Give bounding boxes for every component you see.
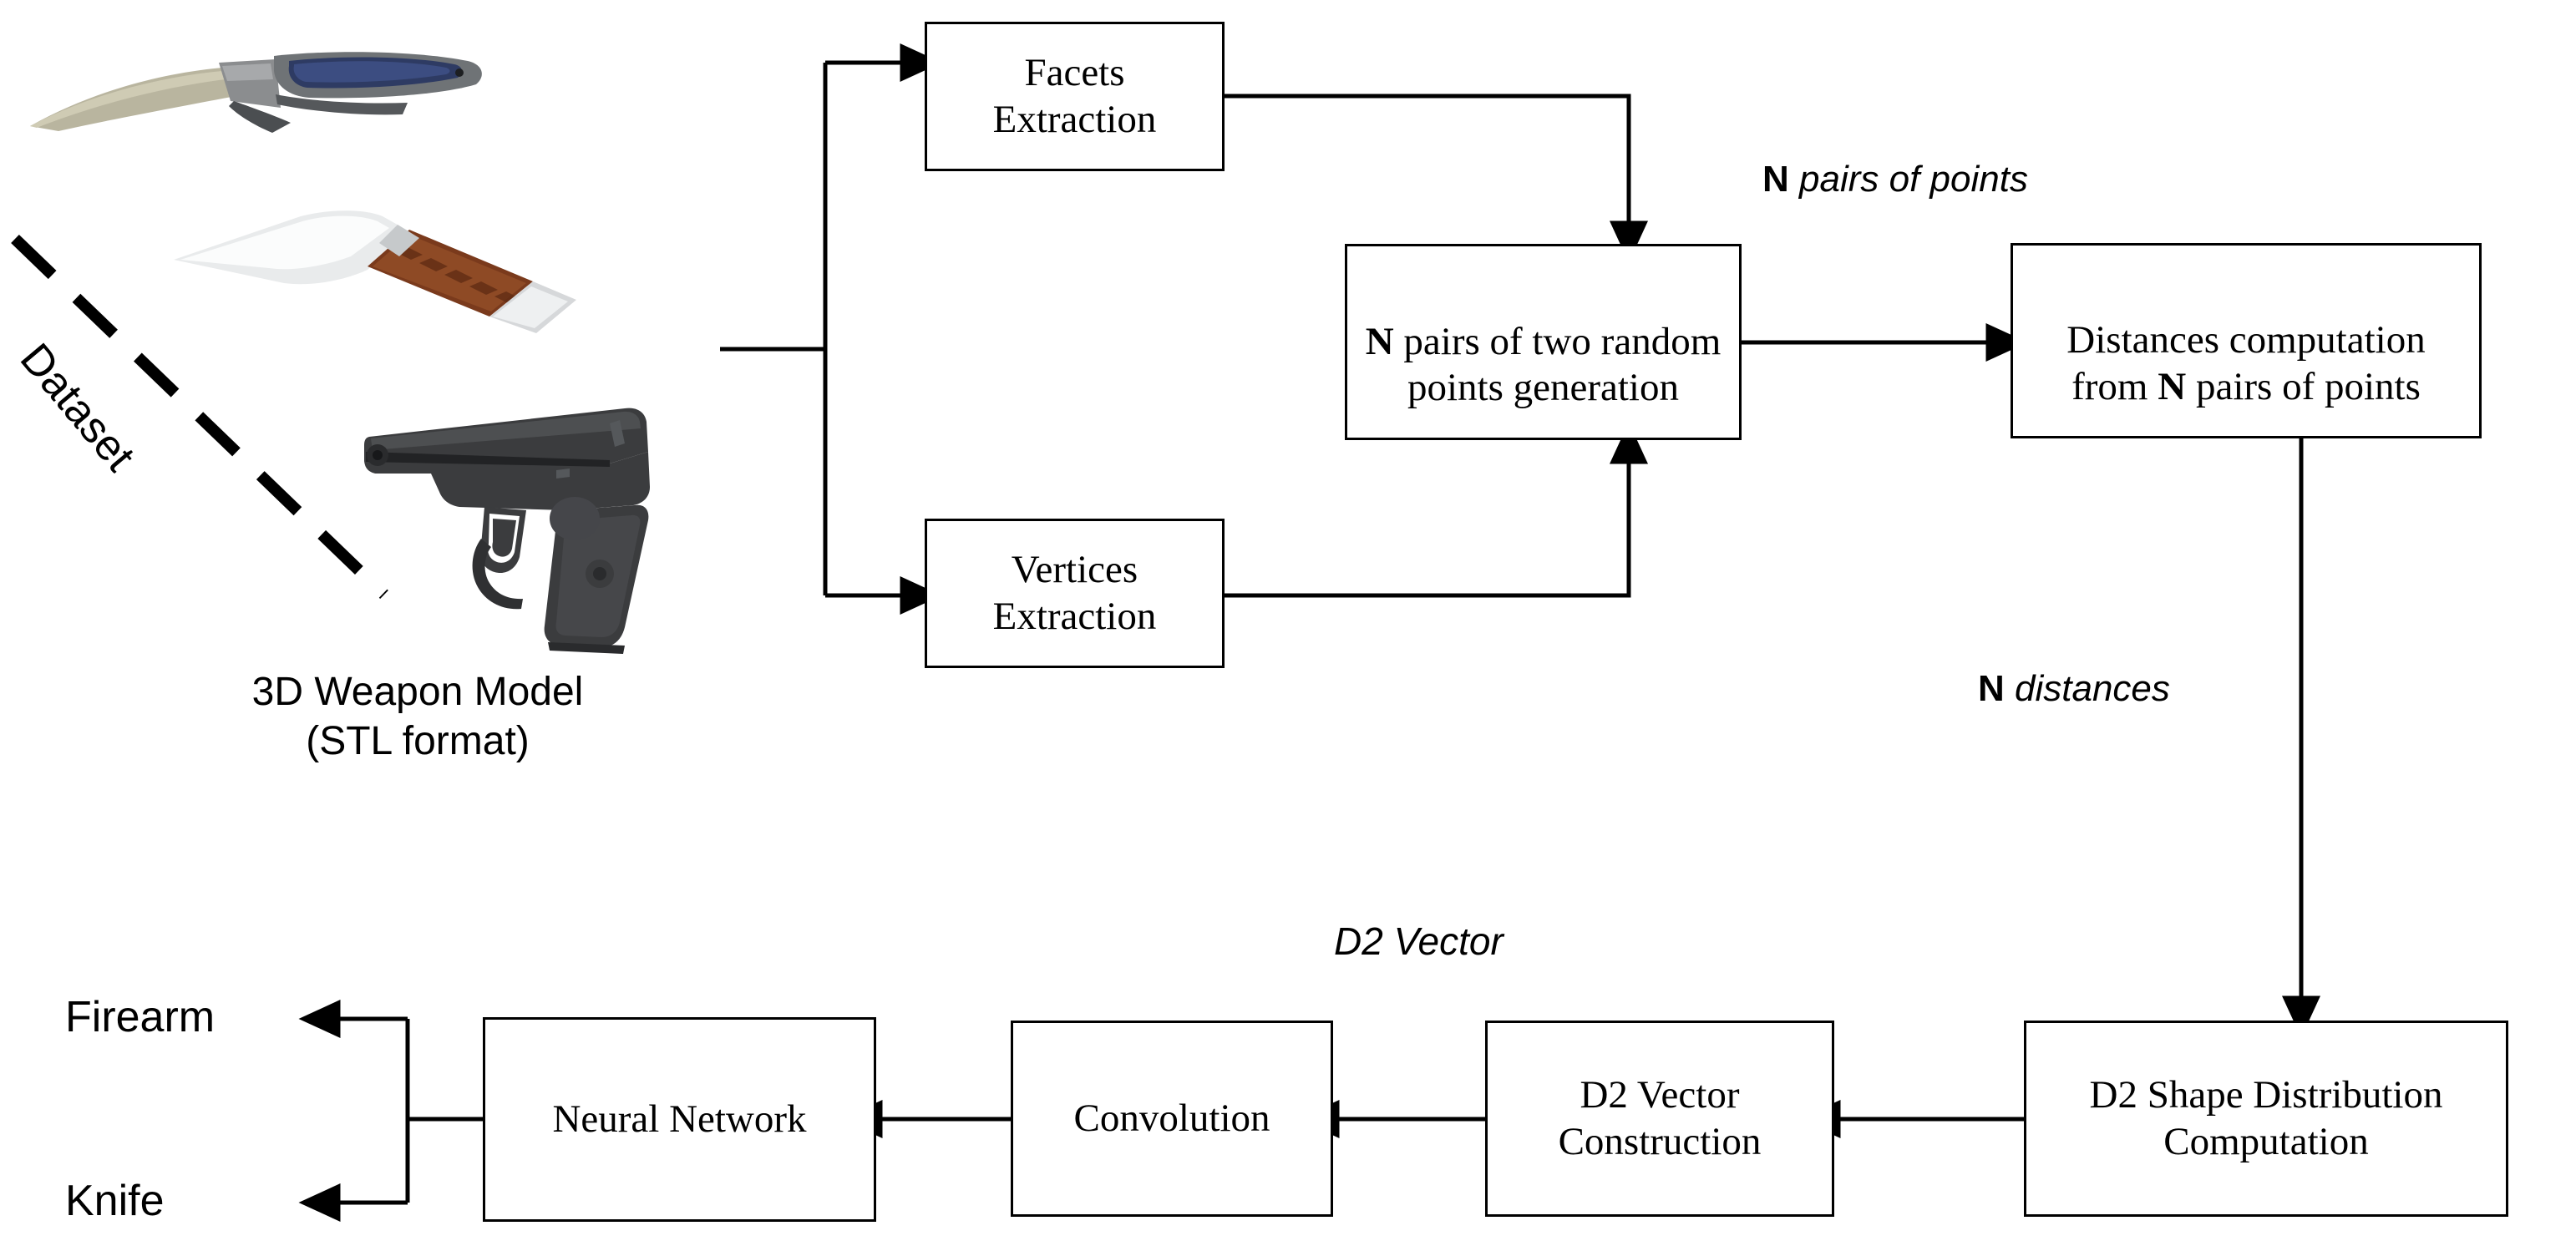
node-distances-pre: Distances computation from — [2066, 318, 2426, 408]
makarov-pistol-image — [359, 380, 660, 656]
edge-vertices-to-pairs — [1225, 422, 1648, 598]
node-neural-network[interactable]: Neural Network — [483, 1017, 876, 1222]
dataset-label: Dataset — [10, 334, 145, 481]
node-d2-shape-distribution-label: D2 Shape Distribution Computation — [2089, 1073, 2443, 1163]
node-convolution-label: Convolution — [1073, 1096, 1270, 1140]
edge-facets-to-pairs — [1225, 94, 1648, 263]
dataset-caption: 3D Weapon Model (STL format) — [251, 670, 584, 763]
node-d2-vector-construction-label: D2 Vector Construction — [1558, 1073, 1762, 1163]
node-facets-extraction[interactable]: Facets Extraction — [925, 22, 1225, 171]
node-d2-vector-construction[interactable]: D2 Vector Construction — [1485, 1021, 1834, 1217]
node-pairs-generation-n: N — [1365, 319, 1394, 363]
node-d2-shape-distribution[interactable]: D2 Shape Distribution Computation — [2024, 1021, 2508, 1217]
output-label-firearm: Firearm — [65, 993, 216, 1041]
edge-label-d2-vector: D2 Vector — [1334, 919, 1504, 963]
bowie-knife-image — [159, 180, 635, 338]
node-pairs-generation-rest: pairs of two random points generation — [1403, 319, 1722, 410]
output-label-knife: Knife — [65, 1177, 165, 1225]
node-distances-post: pairs of points — [2186, 364, 2421, 408]
edge-label-n-distances: N distances — [1978, 668, 2170, 710]
edge-label-n-distances-bold: N — [1978, 668, 2005, 709]
node-convolution[interactable]: Convolution — [1011, 1021, 1333, 1217]
node-neural-network-label: Neural Network — [552, 1097, 807, 1141]
node-facets-extraction-label: Facets Extraction — [992, 51, 1157, 141]
node-pairs-generation[interactable]: N pairs of two random points generation — [1345, 244, 1742, 440]
node-distances-computation-label: Distances computation from N pairs of po… — [2058, 271, 2433, 410]
node-distances-computation[interactable]: Distances computation from N pairs of po… — [2011, 243, 2482, 438]
node-distances-n: N — [2158, 364, 2187, 408]
node-vertices-extraction-label: Vertices Extraction — [992, 548, 1157, 638]
edge-label-n-distances-italic: distances — [2015, 668, 2170, 709]
node-pairs-generation-label: N pairs of two random points generation — [1357, 272, 1730, 411]
edge-label-n-pairs-bold: N — [1762, 159, 1789, 200]
edge-label-n-pairs-of-points: N pairs of points — [1762, 159, 2028, 200]
edge-label-n-pairs-italic: pairs of points — [1799, 159, 2028, 200]
curved-knife-image — [25, 46, 493, 154]
node-vertices-extraction[interactable]: Vertices Extraction — [925, 519, 1225, 668]
